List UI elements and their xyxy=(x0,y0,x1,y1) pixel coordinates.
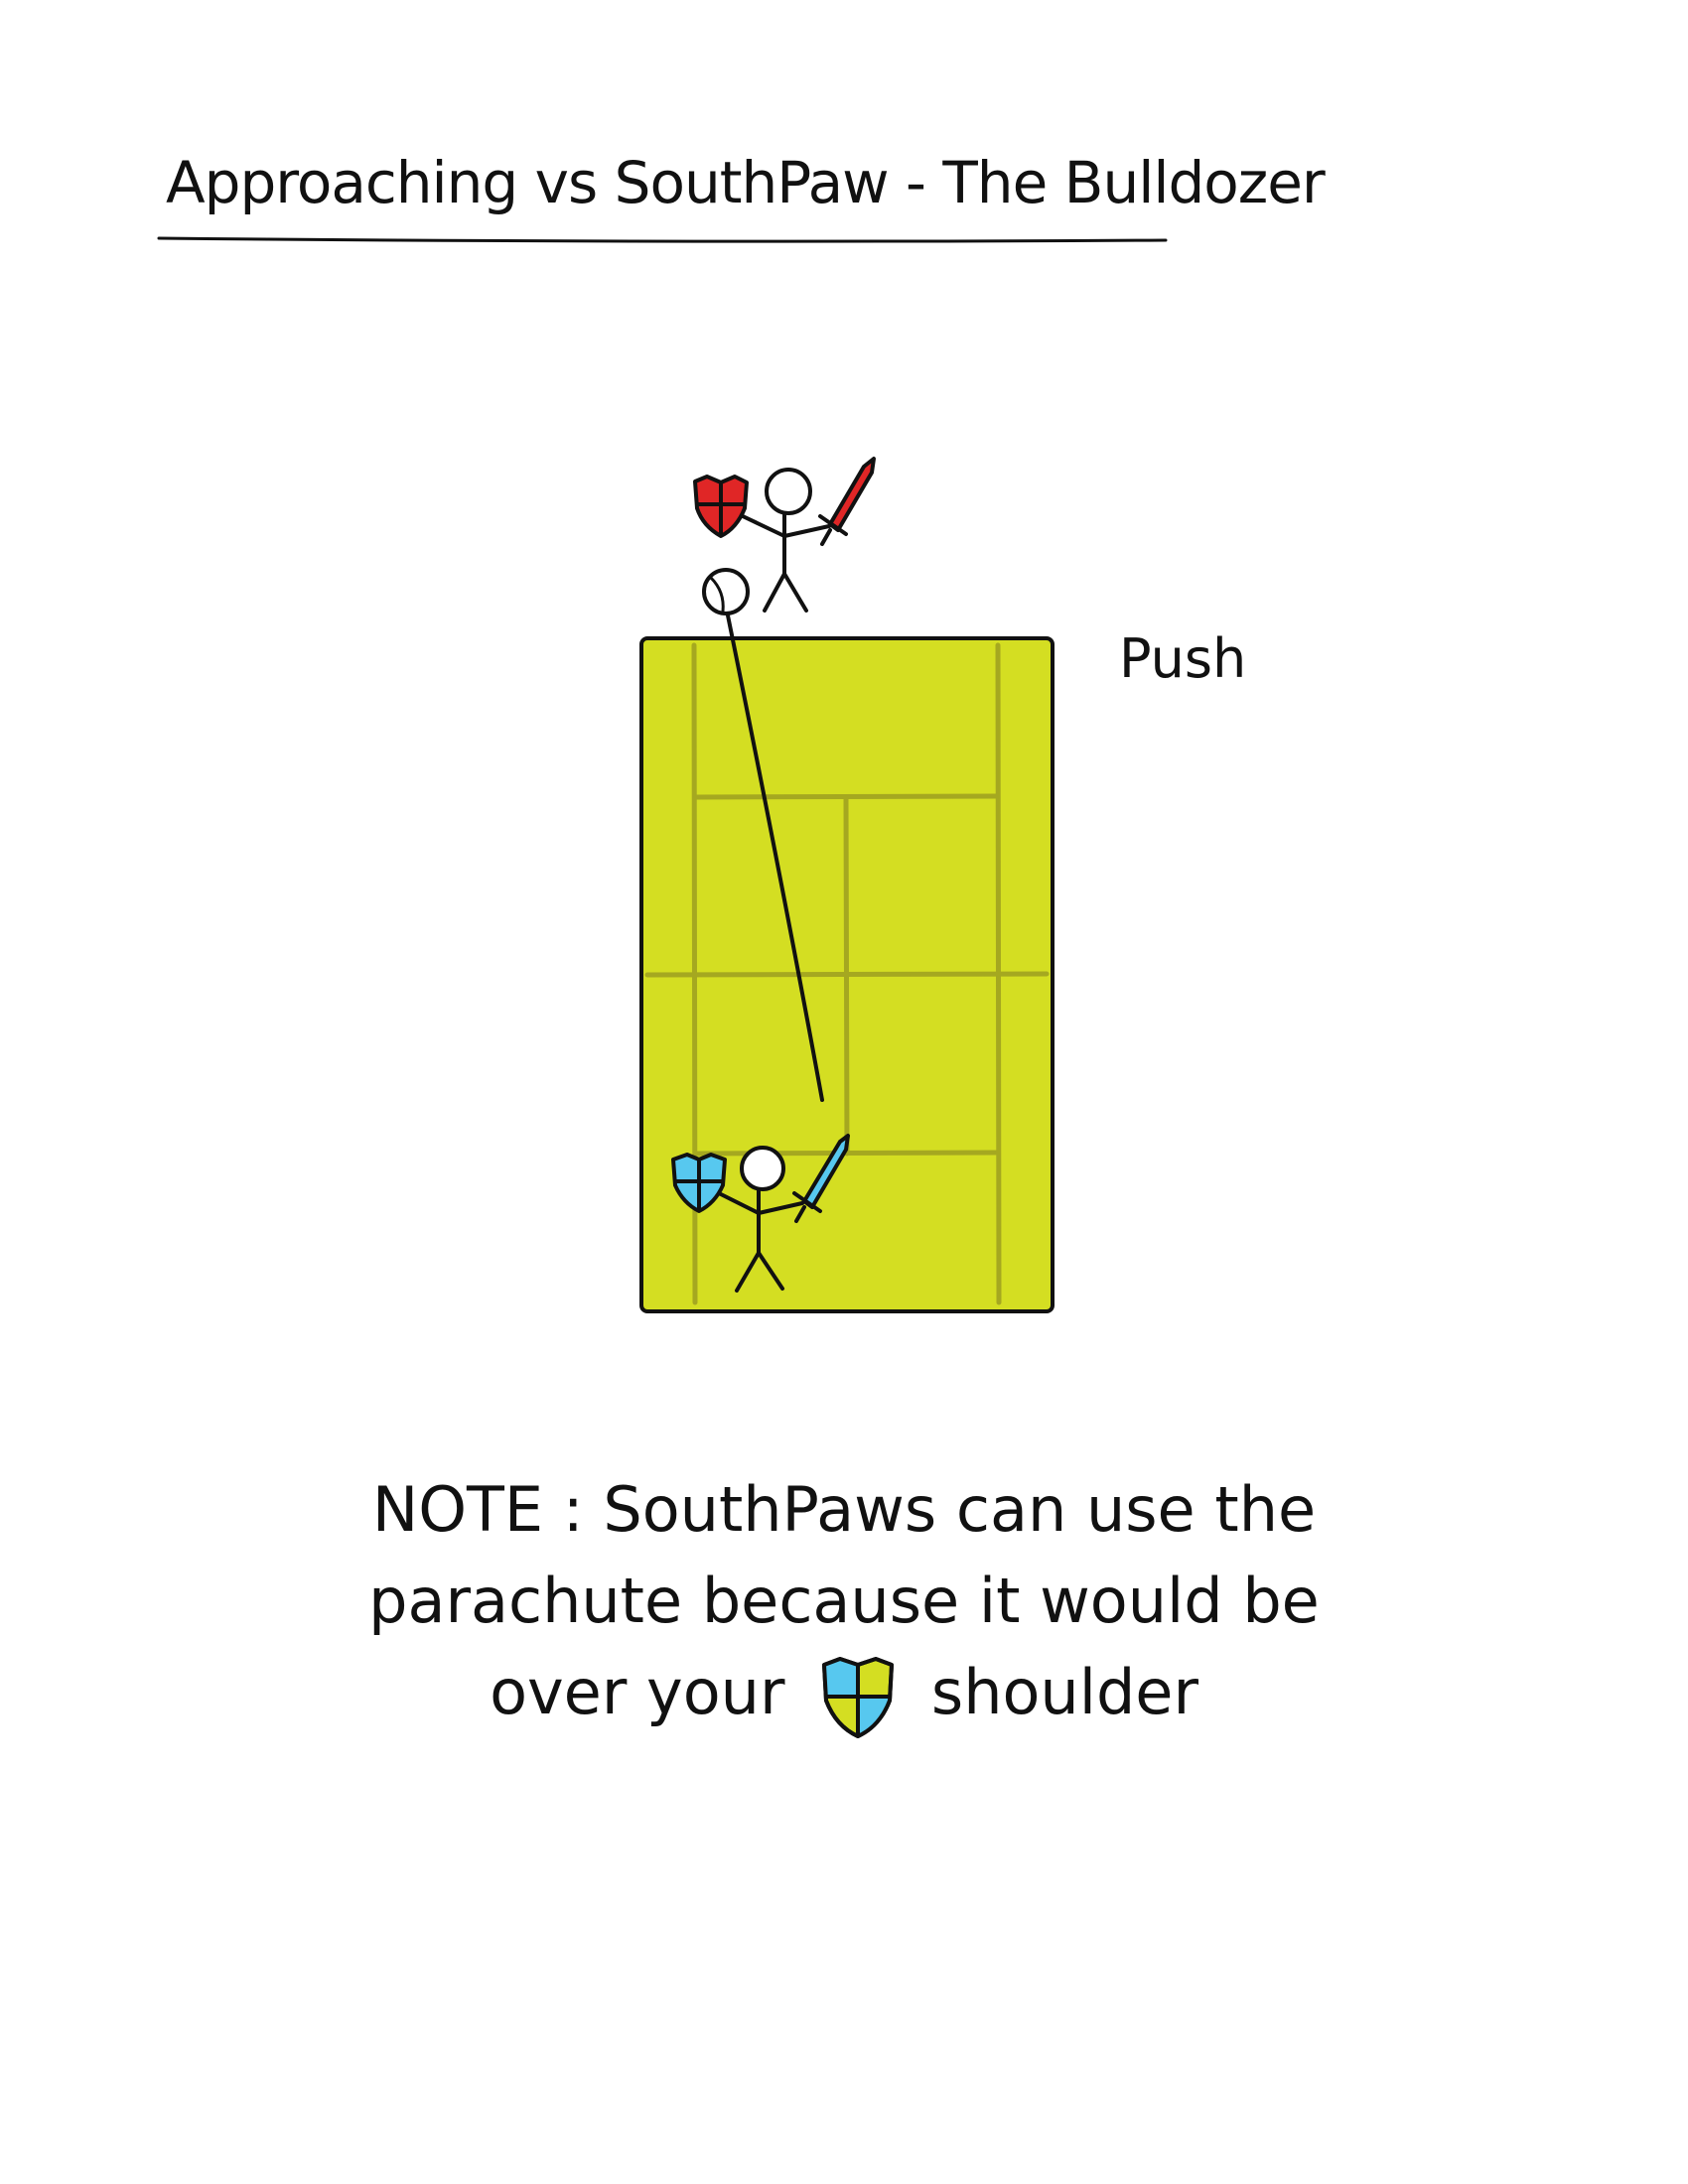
opponent-sword-icon xyxy=(818,457,876,546)
ball-trajectory xyxy=(726,614,824,1102)
title-underline xyxy=(157,236,1168,243)
ball-icon xyxy=(702,568,750,615)
note-line-3-start: over your xyxy=(490,1656,785,1728)
player-shield-icon xyxy=(671,1153,727,1213)
note-line-3: over your shoulder xyxy=(298,1647,1390,1740)
shot-label: Push xyxy=(1119,627,1247,690)
page-title: Approaching vs SouthPaw - The Bulldozer xyxy=(166,149,1326,216)
note-text: NOTE : SouthPaws can use the parachute b… xyxy=(298,1464,1390,1740)
player-sword-icon xyxy=(792,1134,850,1223)
note-line-3-end: shoulder xyxy=(930,1656,1198,1728)
court-diagram xyxy=(639,457,1055,1313)
split-shield-icon xyxy=(822,1656,895,1738)
player-figure xyxy=(713,1146,804,1293)
opponent-figure xyxy=(741,468,831,613)
note-line-2: parachute because it would be xyxy=(368,1565,1320,1637)
opponent-shield-icon xyxy=(693,475,749,538)
note-line-1: NOTE : SouthPaws can use the xyxy=(371,1473,1317,1546)
